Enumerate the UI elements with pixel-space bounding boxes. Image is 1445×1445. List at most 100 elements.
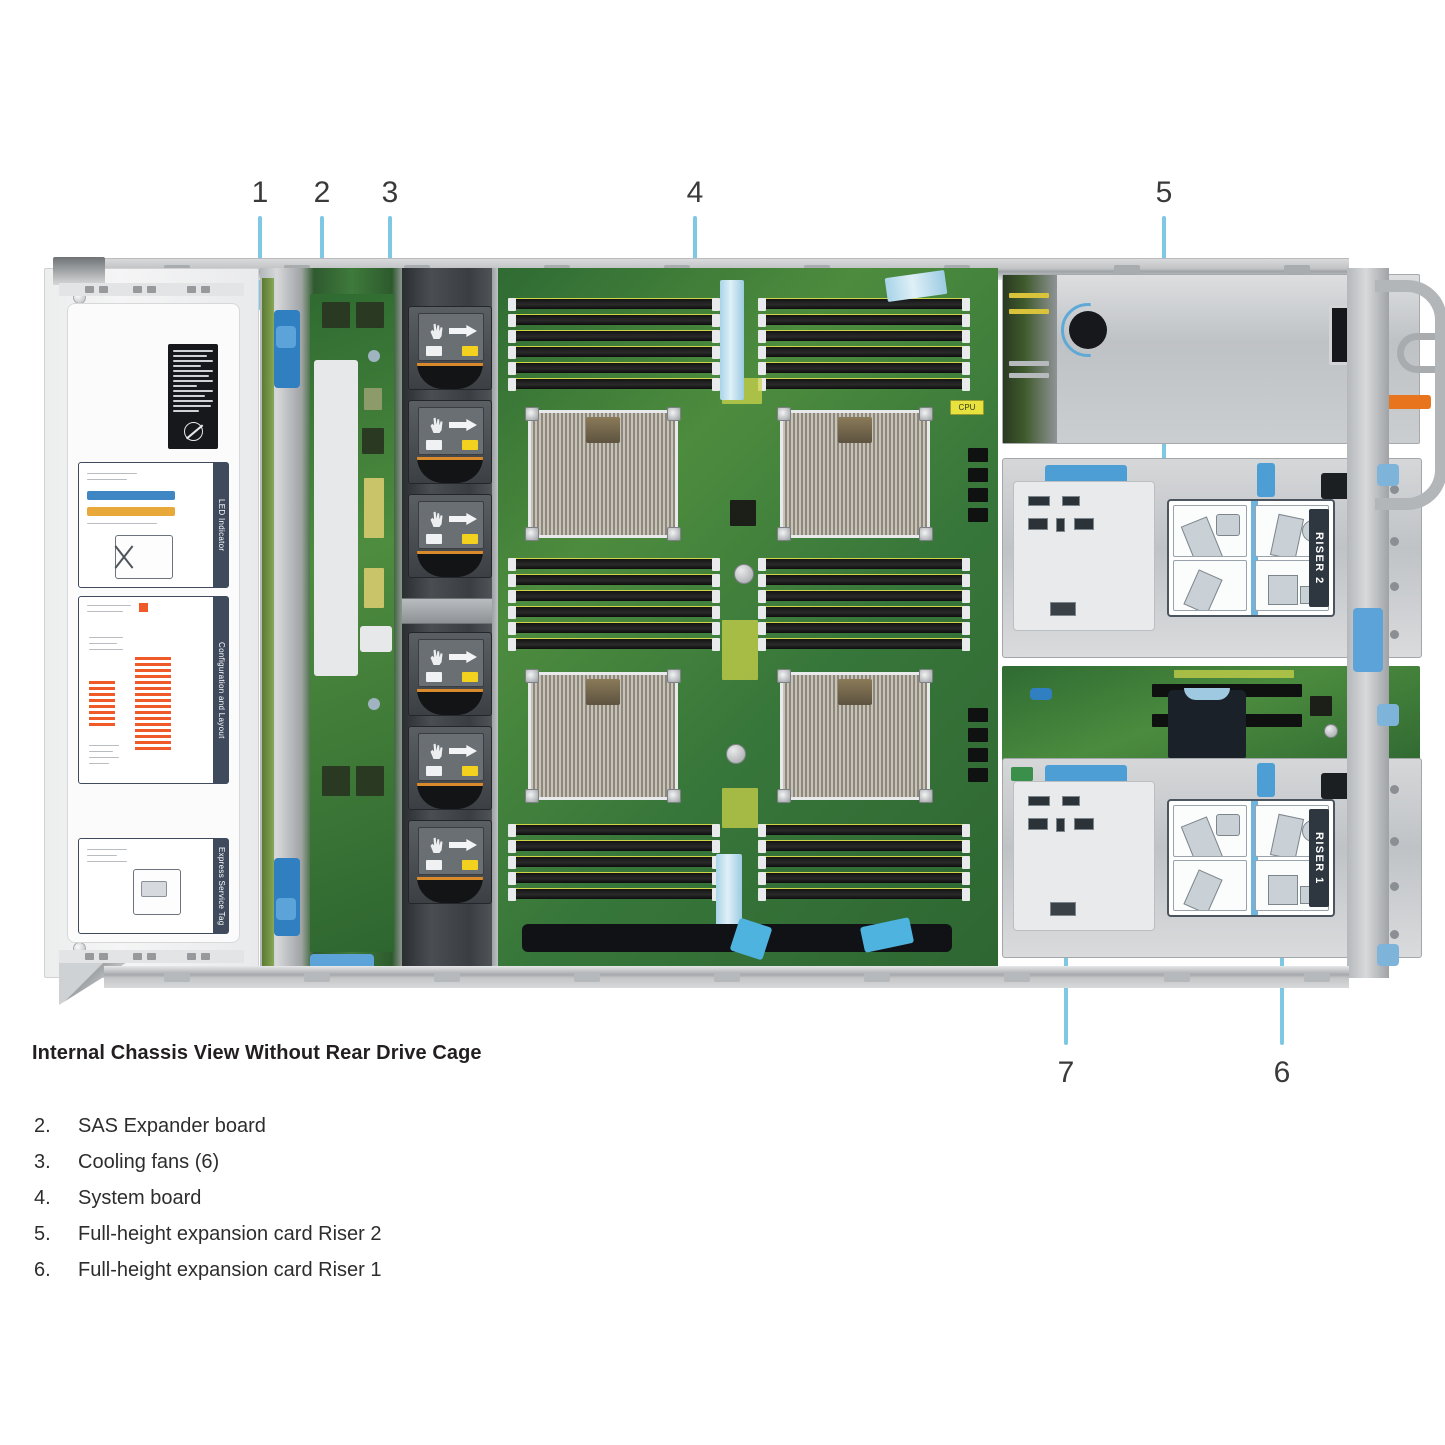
riser2-blank-panel [1013,481,1155,631]
legend-item-number: 3. [34,1151,51,1173]
fan-label-5 [418,733,484,781]
handle-pin-mid[interactable] [1377,704,1399,726]
legend-item-label: Full-height expansion card Riser 2 [78,1223,382,1245]
callout-number-6: 6 [1273,1056,1291,1089]
riser2-label: RISER 2 [1309,509,1329,607]
airflow-arrow-icon [449,651,477,663]
legend-item-number: 2. [34,1115,51,1137]
fan-label-2 [418,407,484,455]
cooling-fan-assembly [402,268,508,978]
cooling-fan-1[interactable] [408,306,492,390]
riser1-instruction-sticker: RISER 1 [1167,799,1335,917]
fan-label-4 [418,639,484,687]
sas-connector-label [314,360,358,676]
legend-item: 3. Cooling fans (6) [34,1144,834,1180]
callout-number-4: 4 [686,176,704,209]
fan-label-6 [418,827,484,875]
hand-icon [430,837,443,853]
hand-icon [430,743,443,759]
board-standoff [726,744,746,764]
airflow-arrow-icon [449,839,477,851]
riser2-blue-grip-side[interactable] [1257,463,1275,497]
express-service-tag-title: Express Service Tag [217,846,226,926]
cooling-fan-3[interactable] [408,494,492,578]
psu-release-tab[interactable] [1385,395,1431,409]
cpu-heatsink-3 [525,669,681,803]
server-internal-chassis-figure: 1 2 3 4 5 6 7 [0,0,1445,1020]
chassis-cover-panel: LED Indicator Configuration and Layout [44,257,259,1005]
fan-label-3 [418,501,484,549]
riser-power-connector [1168,688,1246,758]
psu-handle[interactable] [1397,333,1445,373]
cooling-fan-2[interactable] [408,400,492,484]
callout-number-7: 7 [1057,1056,1075,1089]
system-board-chipset [730,500,756,526]
handle-pin-top[interactable] [1377,464,1399,486]
airflow-arrow-icon [449,745,477,757]
legend-item: 2. SAS Expander board [34,1108,834,1144]
cooling-fan-4[interactable] [408,632,492,716]
legend-item: 4. System board [34,1180,834,1216]
hand-icon [430,323,443,339]
legend-item-number: 4. [34,1187,51,1209]
airflow-arrow-icon [449,419,477,431]
cover-vent-strip-top [59,283,244,296]
rail-latch-top[interactable] [1353,608,1383,672]
hand-icon [430,511,443,527]
backplane-latch-top [274,310,300,388]
led-indicator-block: LED Indicator [78,462,229,588]
service-information-label: LED Indicator Configuration and Layout [67,303,240,943]
callout-number-5: 5 [1155,176,1173,209]
cpu-heatsink-2 [777,407,933,541]
cooling-fan-6[interactable] [408,820,492,904]
fan-label-1 [418,313,484,361]
system-board: CPU [498,268,998,978]
regulatory-barcode-block [168,344,218,449]
express-service-tag-block: Express Service Tag [78,838,229,934]
riser1-label: RISER 1 [1309,809,1329,907]
callout-number-3: 3 [381,176,399,209]
server-chassis: LED Indicator Configuration and Layout [44,257,1445,1005]
airflow-arrow-icon [449,325,477,337]
airflow-arrow-icon [449,513,477,525]
hand-icon [430,417,443,433]
coin-cell-battery [734,564,754,584]
legend-item-label: SAS Expander board [78,1115,266,1137]
cover-vent-strip-bottom [59,950,244,963]
hand-icon [430,649,443,665]
cover-lip [53,257,105,285]
configuration-layout-block: Configuration and Layout [78,596,229,784]
no-entry-icon [184,422,203,441]
figure-caption: Internal Chassis View Without Rear Drive… [32,1042,482,1064]
drive-backplane-column [260,268,302,978]
backplane-latch-bottom [274,858,300,936]
riser1-blue-grip-side[interactable] [1257,763,1275,797]
legend-item-label: Cooling fans (6) [78,1151,220,1173]
cooling-fan-5[interactable] [408,726,492,810]
legend-item-number: 6. [34,1259,51,1281]
legend-item: 6. Full-height expansion card Riser 1 [34,1252,834,1288]
psu-release-knob[interactable] [1069,311,1107,349]
cpu-socket-tag: CPU [950,400,984,415]
ribbon-cable-bottom [716,854,742,932]
legend-item-label: Full-height expansion card Riser 1 [78,1259,382,1281]
led-indicator-title: LED Indicator [217,498,226,552]
cpu-heatsink-1 [525,407,681,541]
handle-pin-bottom[interactable] [1377,944,1399,966]
legend-item: 5. Full-height expansion card Riser 2 [34,1216,834,1252]
psu-cable-area [1003,275,1057,443]
callout-number-2: 2 [313,176,331,209]
fan-cage-divider [402,598,498,624]
callout-number-1: 1 [251,176,269,209]
chassis-right-rail [1347,268,1445,978]
legend-item-label: System board [78,1187,202,1209]
chassis-interior: CPU [260,268,1445,978]
configuration-layout-title: Configuration and Layout [217,641,226,739]
sas-expander-board [302,268,402,978]
figure-legend: 2. SAS Expander board 3. Cooling fans (6… [34,1108,834,1288]
cpu-heatsink-4 [777,669,933,803]
riser2-instruction-sticker: RISER 2 [1167,499,1335,617]
ribbon-cable-top [720,280,744,400]
riser1-blank-panel [1013,781,1155,931]
legend-item-number: 5. [34,1223,51,1245]
